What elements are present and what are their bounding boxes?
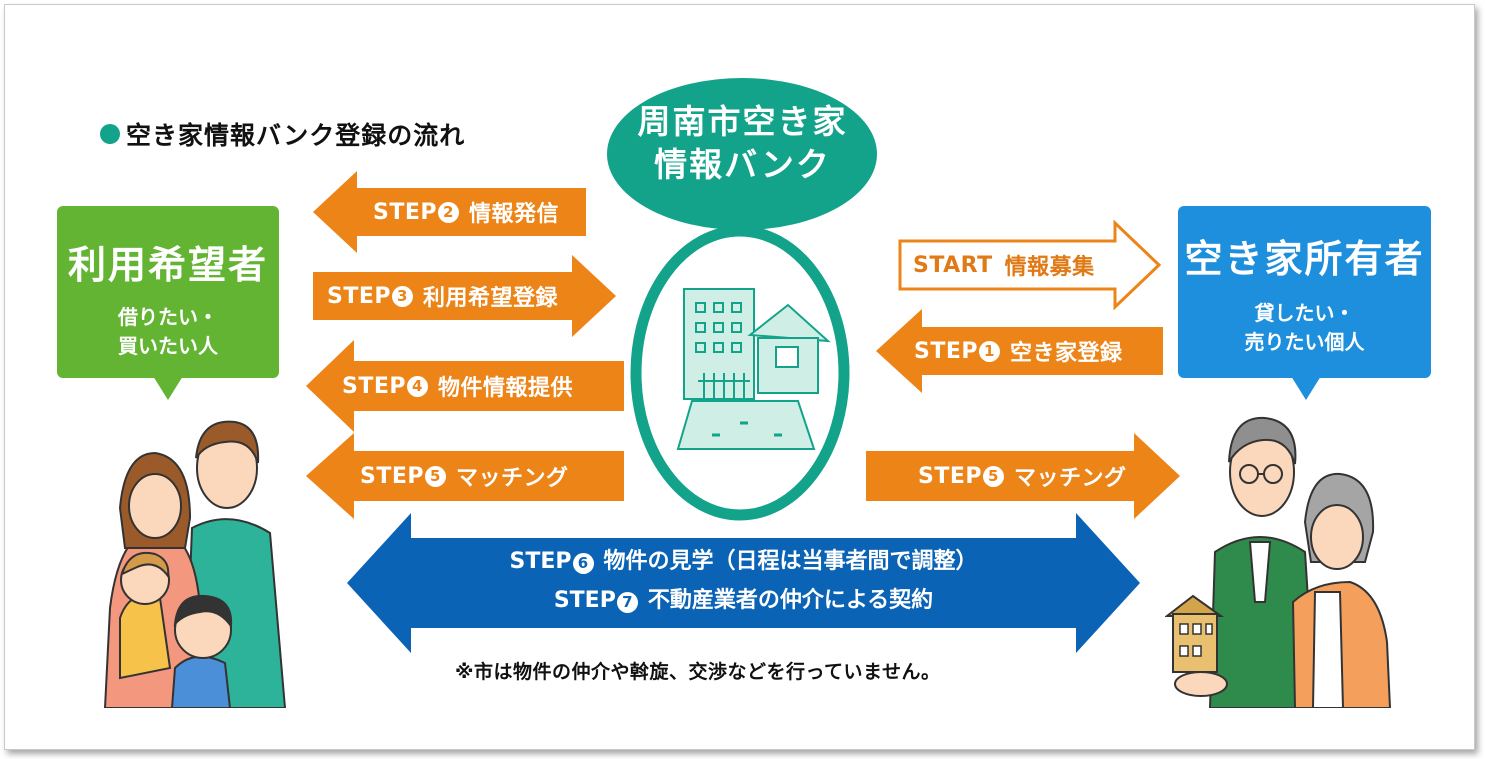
start-label: START bbox=[913, 252, 993, 278]
owner-sub2: 売りたい個人 bbox=[1244, 330, 1365, 354]
step7-label: STEP bbox=[553, 588, 616, 613]
step3-label: STEP bbox=[327, 283, 392, 309]
elderly-couple-illustration bbox=[1165, 416, 1392, 708]
user-sub2: 買いたい人 bbox=[118, 334, 218, 358]
owner-sub1: 貸したい・ bbox=[1254, 301, 1355, 325]
start-text: 情報募集 bbox=[1004, 255, 1095, 280]
step5-right-number: 5 bbox=[983, 465, 1005, 487]
start-arrow: START 情報募集 bbox=[897, 219, 1163, 311]
step4-text: 物件情報提供 bbox=[438, 376, 574, 401]
step4-label: STEP bbox=[342, 373, 407, 399]
step5-left-number: 5 bbox=[425, 465, 447, 487]
step4-number: 4 bbox=[407, 375, 429, 397]
akiya-bank-bubble: 周南市空き家 情報バンク bbox=[605, 76, 880, 246]
step2-text: 情報発信 bbox=[469, 202, 560, 227]
step2-number: 2 bbox=[438, 201, 460, 223]
step6-text: 物件の見学（日程は当事者間で調整） bbox=[603, 549, 978, 574]
disclaimer-note: ※市は物件の仲介や斡旋、交渉などを行っていません。 bbox=[455, 661, 941, 683]
bank-name-line1: 周南市空き家 bbox=[637, 102, 848, 141]
user-title: 利用希望者 bbox=[67, 243, 268, 287]
step3-text: 利用希望登録 bbox=[423, 286, 559, 311]
step7-number: 7 bbox=[616, 592, 638, 613]
step1-label: STEP bbox=[914, 338, 979, 364]
user-callout-box: 利用希望者 借りたい・ 買いたい人 bbox=[57, 206, 279, 402]
step1-text: 空き家登録 bbox=[1010, 341, 1123, 366]
building-house-icon bbox=[628, 223, 853, 523]
diagram-heading: 空き家情報バンク登録の流れ bbox=[100, 116, 465, 152]
step7-text: 不動産業者の仲介による契約 bbox=[647, 588, 934, 613]
family-illustration bbox=[103, 420, 287, 708]
step1-number: 1 bbox=[979, 340, 1001, 362]
step5-right-label: STEP bbox=[918, 463, 983, 489]
heading-text: 空き家情報バンク登録の流れ bbox=[126, 121, 466, 150]
bank-name-line2: 情報バンク bbox=[654, 145, 831, 184]
bullet-icon bbox=[100, 124, 120, 144]
step5-left-label: STEP bbox=[360, 463, 425, 489]
owner-callout-box: 空き家所有者 貸したい・ 売りたい個人 bbox=[1178, 206, 1431, 402]
step6-label: STEP bbox=[509, 549, 572, 574]
step6-number: 6 bbox=[572, 553, 594, 574]
owner-title: 空き家所有者 bbox=[1184, 237, 1425, 281]
step5-left-text: マッチング bbox=[456, 466, 569, 491]
step2-label: STEP bbox=[373, 199, 438, 225]
user-sub1: 借りたい・ bbox=[118, 305, 218, 329]
step3-number: 3 bbox=[392, 285, 414, 307]
step5-right-text: マッチング bbox=[1014, 466, 1127, 491]
